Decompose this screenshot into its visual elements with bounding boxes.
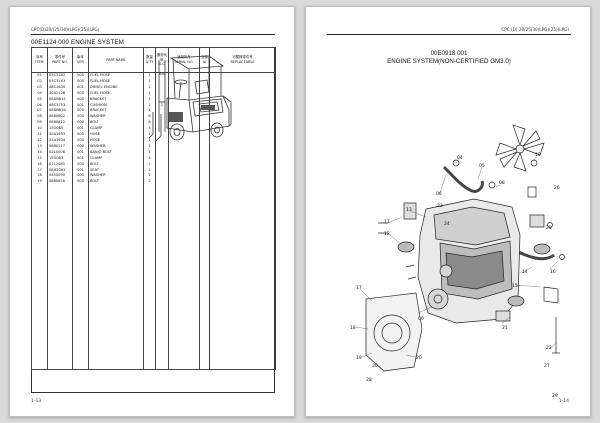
callout-20: 20	[416, 355, 422, 361]
cell-repl	[209, 155, 276, 162]
callout-16: 16	[550, 269, 556, 275]
left-page: CPC(D)20/(25/30)(LPG)(25)(LPG) 00E1124 0…	[9, 6, 295, 417]
diagram-title: ENGINE SYSTEM(NON-CERTIFIED GM3.0)	[387, 58, 511, 65]
callout-13: 13	[406, 207, 412, 213]
callout-22: 22	[546, 345, 552, 351]
cell-repl	[209, 137, 276, 144]
callout-04: 04	[457, 155, 463, 161]
fan-blade-part	[495, 124, 545, 172]
callout-14: 14	[522, 269, 528, 275]
cell-repl	[209, 161, 276, 168]
cell-repl	[209, 78, 276, 85]
callout-27: 27	[544, 363, 550, 369]
table-filler-row	[31, 185, 276, 371]
callout-08: 08	[499, 180, 505, 186]
callout-10: 10	[535, 152, 541, 158]
filler-cell	[155, 185, 169, 371]
cell-repl	[209, 120, 276, 127]
left-header-rule	[31, 34, 275, 35]
callout-29: 29	[552, 393, 558, 399]
callout-11: 11	[384, 219, 390, 225]
filler-cell	[88, 185, 144, 371]
filler-cell	[47, 185, 73, 371]
right-page-number: 1-14	[558, 399, 569, 404]
filler-cell	[199, 185, 210, 371]
cell-repl	[209, 90, 276, 97]
callout-06: 06	[436, 191, 442, 197]
callout-05: 05	[479, 163, 485, 169]
filler-cell	[143, 185, 156, 371]
callout-15: 15	[512, 283, 518, 289]
cell-repl	[209, 167, 276, 174]
callout-28: 28	[366, 377, 372, 383]
cell-repl	[209, 114, 276, 121]
right-header-rule	[327, 34, 571, 35]
callout-30: 30	[372, 363, 378, 369]
callout-19: 19	[356, 355, 362, 361]
filler-cell	[209, 185, 276, 371]
cell-repl	[209, 84, 276, 91]
callout-12: 12	[384, 231, 390, 237]
callout-25: 25	[546, 225, 552, 231]
callout-18: 18	[350, 325, 356, 331]
cell-repl	[209, 143, 276, 150]
cell-repl	[209, 132, 276, 138]
callout-21: 21	[502, 325, 508, 331]
right-page-header: CPC (D) 20/25/30(LPG)(25)(LPG)	[501, 27, 569, 32]
forklift-truck-illustration	[149, 55, 232, 143]
callout-24: 24	[444, 221, 450, 227]
diagram-code: 00E0918 001	[430, 50, 468, 57]
filler-cell	[72, 185, 89, 371]
cell-repl	[209, 96, 276, 103]
filler-cell	[31, 185, 48, 371]
left-page-header: CPC(D)20/(25/30)(LPG)(25)(LPG)	[31, 27, 100, 32]
cell-repl	[209, 72, 276, 79]
left-page-number: 1-13	[31, 399, 42, 404]
cell-repl	[209, 149, 276, 156]
callout-26: 26	[554, 185, 560, 191]
callout-09: 09	[418, 316, 424, 322]
callout-17: 17	[356, 285, 362, 291]
engine-exploded-diagram: 04 05 06 08 09 10 11 12 13 14 15 16 17 1…	[350, 124, 565, 399]
cell-repl	[209, 173, 276, 180]
callout-23: 23	[437, 203, 443, 209]
right-page: CPC (D) 20/25/30(LPG)(25)(LPG) 00E0918 0…	[305, 6, 591, 417]
cell-repl	[209, 179, 276, 186]
section-title: 00E1124 000 ENGINE SYSTEM	[31, 39, 125, 46]
col-part-name: PART NAME	[88, 47, 144, 73]
filler-cell	[168, 185, 200, 371]
table-footer-rule	[31, 369, 275, 370]
